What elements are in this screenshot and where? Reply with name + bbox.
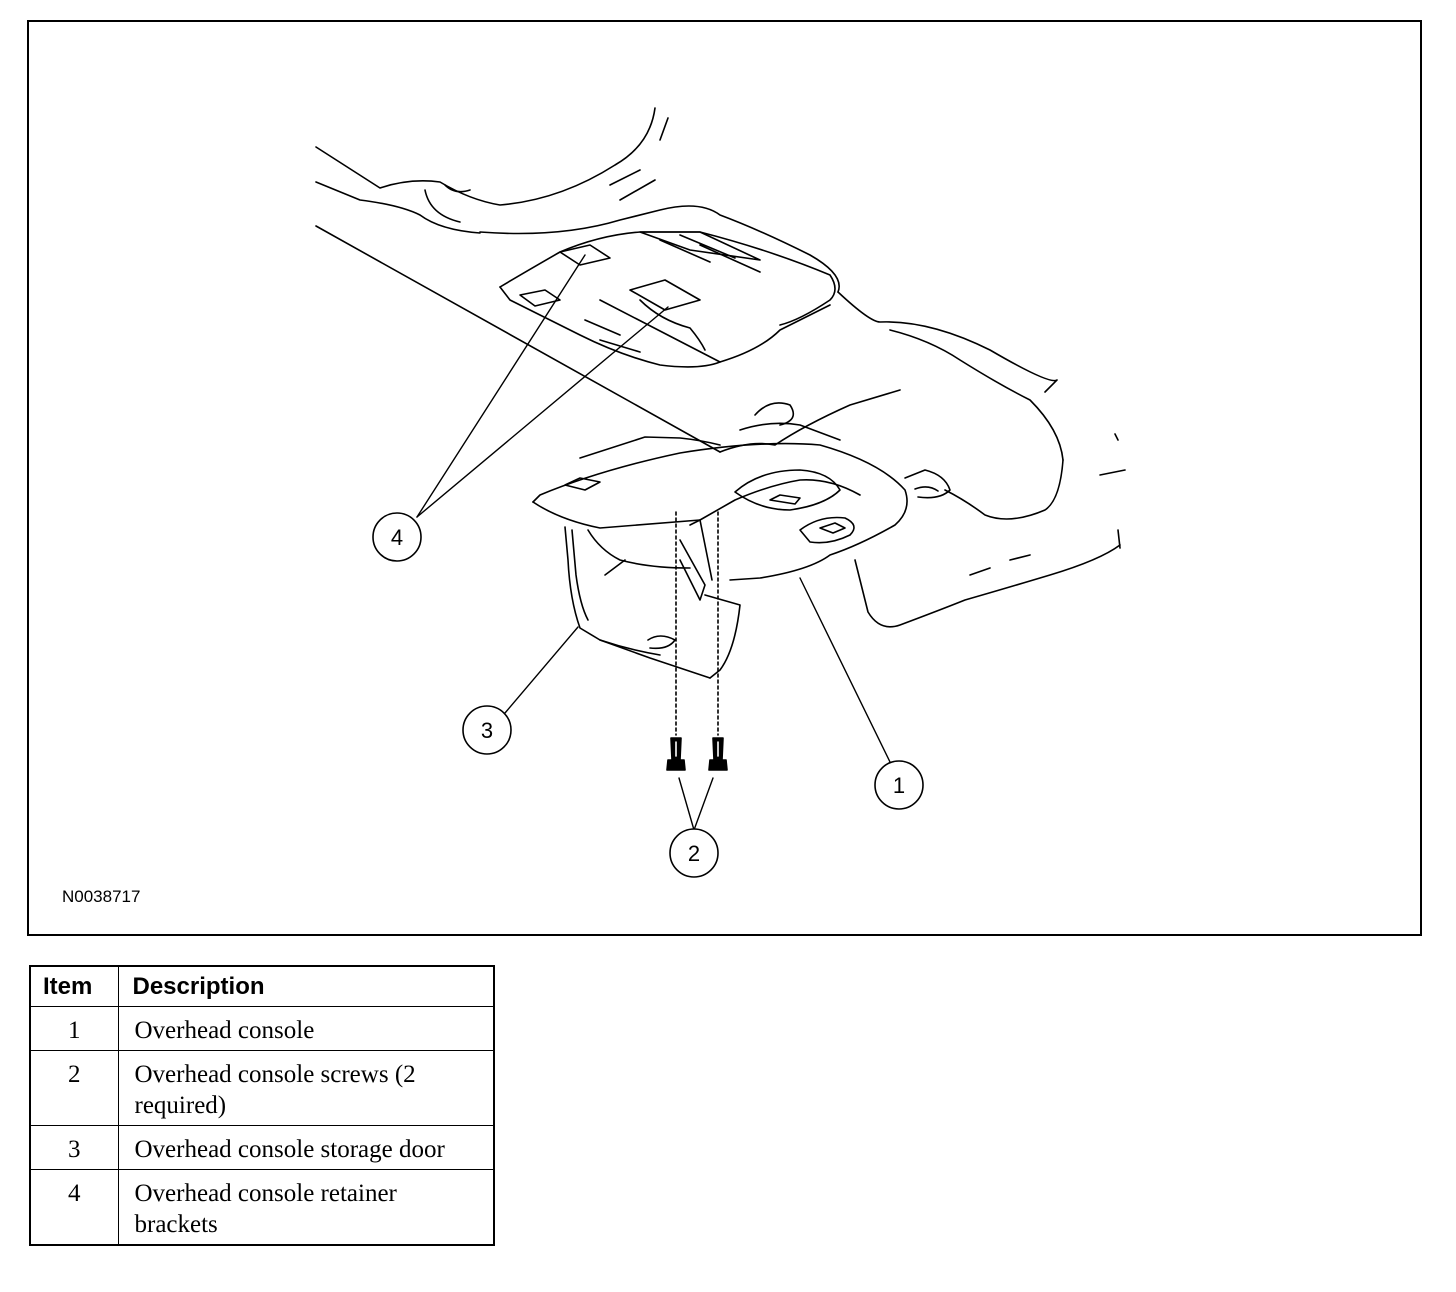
legend-table: Item Description 1 Overhead console 2 Ov… (29, 965, 495, 1246)
svg-text:1: 1 (893, 773, 905, 798)
table-row: 2 Overhead console screws (2 required) (29, 1049, 495, 1126)
row-item: 4 (29, 1168, 119, 1245)
table-row: 1 Overhead console (29, 1005, 495, 1051)
retainer-bracket-area (499, 231, 836, 368)
figure-frame (27, 20, 1422, 936)
svg-text:4: 4 (391, 525, 403, 550)
console-screws (666, 511, 728, 771)
header-description: Description (117, 965, 495, 1007)
callout-3: 3 (462, 705, 512, 755)
svg-text:3: 3 (481, 718, 493, 743)
row-description: Overhead console (117, 1005, 495, 1051)
row-description: Overhead console retainer brackets (117, 1168, 495, 1245)
row-description: Overhead console screws (2 required) (117, 1049, 495, 1126)
overhead-console (532, 402, 951, 581)
header-item: Item (29, 965, 119, 1007)
svg-text:2: 2 (688, 841, 700, 866)
callout-2: 2 (669, 828, 719, 878)
row-item: 3 (29, 1124, 119, 1170)
storage-door (564, 519, 741, 679)
callout-4: 4 (372, 512, 422, 562)
row-item: 1 (29, 1005, 119, 1051)
figure-id-label: N0038717 (62, 887, 141, 906)
exploded-view-drawing: 4 3 2 1 (315, 107, 1126, 878)
headliner-panel (315, 107, 1126, 628)
row-description: Overhead console storage door (117, 1124, 495, 1170)
table-row: 3 Overhead console storage door (29, 1124, 495, 1170)
callout-1: 1 (874, 760, 924, 810)
legend-header-row: Item Description (29, 965, 495, 1007)
row-item: 2 (29, 1049, 119, 1126)
leader-lines (416, 254, 891, 831)
table-row: 4 Overhead console retainer brackets (29, 1168, 495, 1245)
